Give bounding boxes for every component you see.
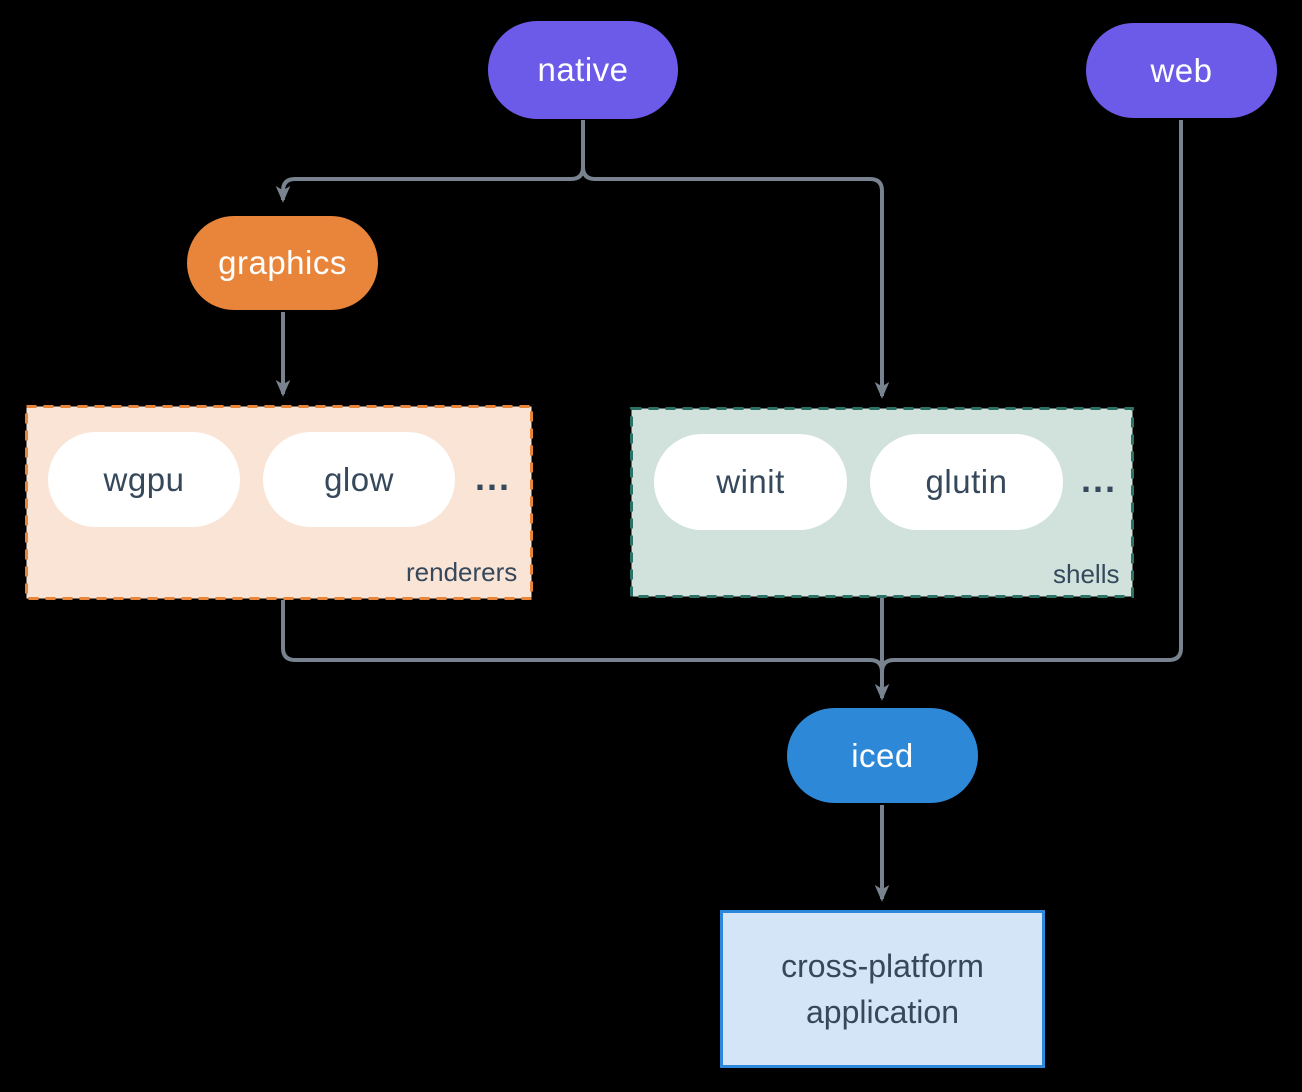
group-renderers-label: renderers bbox=[406, 557, 518, 587]
pill-wgpu: wgpu bbox=[48, 432, 240, 527]
pill-winit: winit bbox=[654, 434, 847, 530]
edge-web-junction bbox=[880, 120, 1183, 673]
edge-native-shells bbox=[581, 120, 890, 399]
group-shells-label: shells bbox=[1053, 559, 1120, 589]
shells-ellipsis: ... bbox=[1080, 459, 1117, 500]
node-iced: iced bbox=[787, 708, 978, 803]
app-box: cross-platform application bbox=[720, 910, 1045, 1068]
node-web: web bbox=[1086, 23, 1277, 118]
pill-glutin: glutin bbox=[870, 434, 1063, 530]
node-native: native bbox=[488, 21, 678, 119]
node-graphics: graphics bbox=[187, 216, 378, 310]
pill-glow: glow bbox=[263, 432, 455, 527]
edge-native-graphics bbox=[275, 120, 585, 203]
renderers-ellipsis: ... bbox=[474, 457, 511, 498]
edge-renderers-junction bbox=[281, 600, 884, 673]
